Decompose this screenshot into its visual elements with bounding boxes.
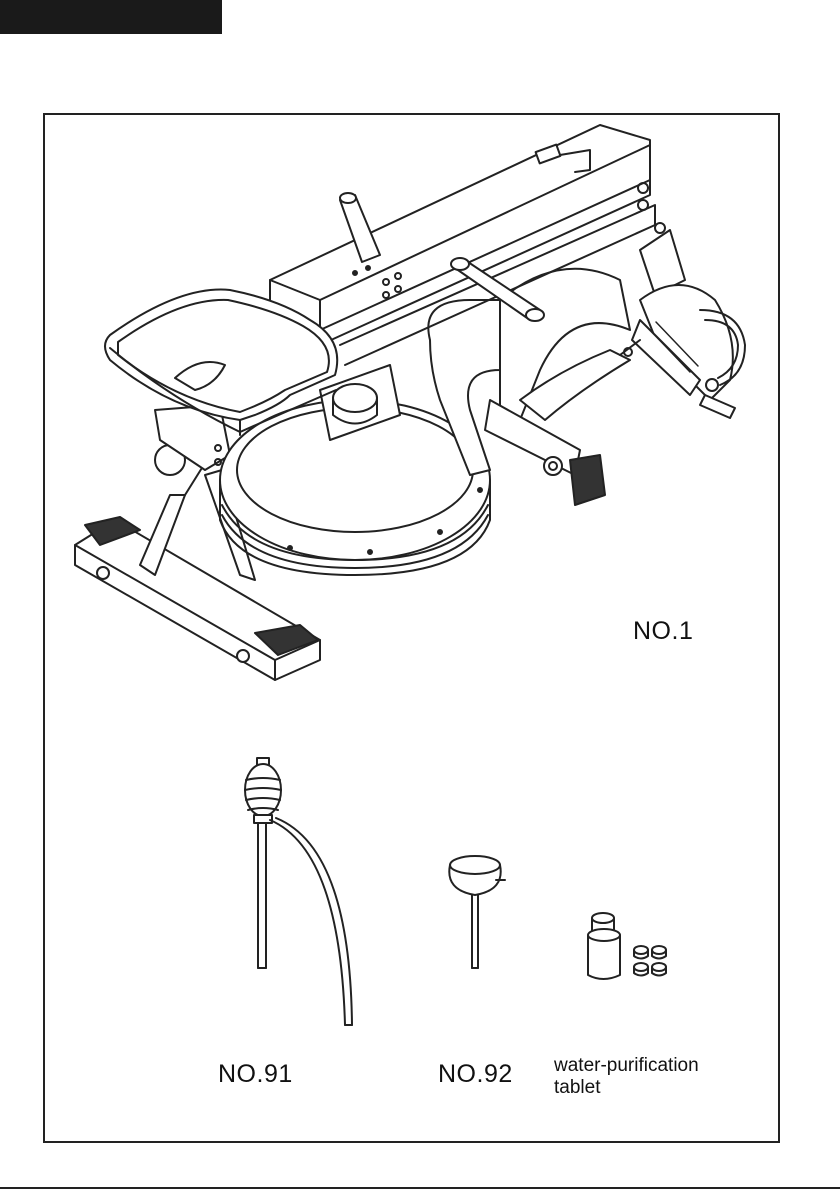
tablet-label-line1: water-purification: [554, 1055, 699, 1077]
funnel-icon: [449, 856, 505, 968]
part-label-tablet: water-purification tablet: [554, 1055, 699, 1099]
footplate: [620, 230, 745, 418]
part-label-no92: NO.92: [438, 1060, 513, 1089]
rowing-machine-icon: [75, 125, 745, 680]
tablet-label-line2: tablet: [554, 1077, 699, 1099]
siphon-pump-icon: [245, 758, 352, 1025]
part-label-no1: NO.1: [633, 617, 693, 646]
tablet-bottle-icon: [588, 913, 666, 979]
part-label-no91: NO.91: [218, 1060, 293, 1089]
